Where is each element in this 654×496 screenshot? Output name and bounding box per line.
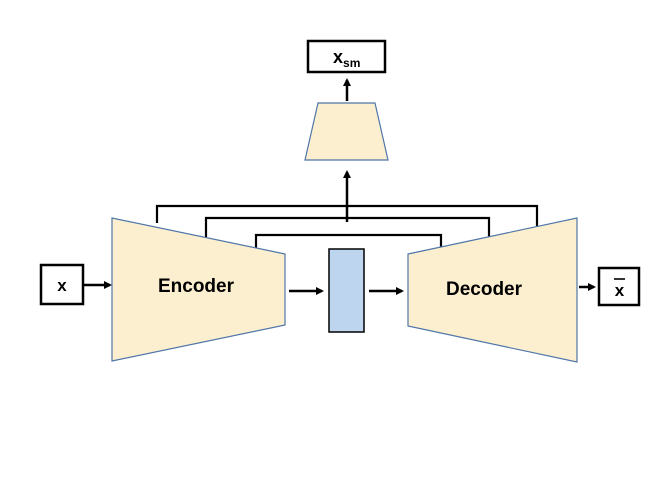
output-xbar-label: x: [615, 281, 625, 300]
output-xbar-box: [597, 266, 641, 307]
encoder-block: [111, 217, 286, 362]
input-x-label: x: [57, 276, 67, 295]
encoder-label: Encoder: [158, 276, 235, 297]
xsm-output-box: [306, 39, 387, 74]
skip-connection-inner: [254, 233, 443, 248]
decoder-block: [407, 217, 578, 363]
sm-decoder-block: [304, 102, 389, 161]
xsm-label: xsm: [333, 47, 360, 70]
decoder-label: Decoder: [446, 279, 523, 300]
latent-block: [328, 248, 365, 333]
